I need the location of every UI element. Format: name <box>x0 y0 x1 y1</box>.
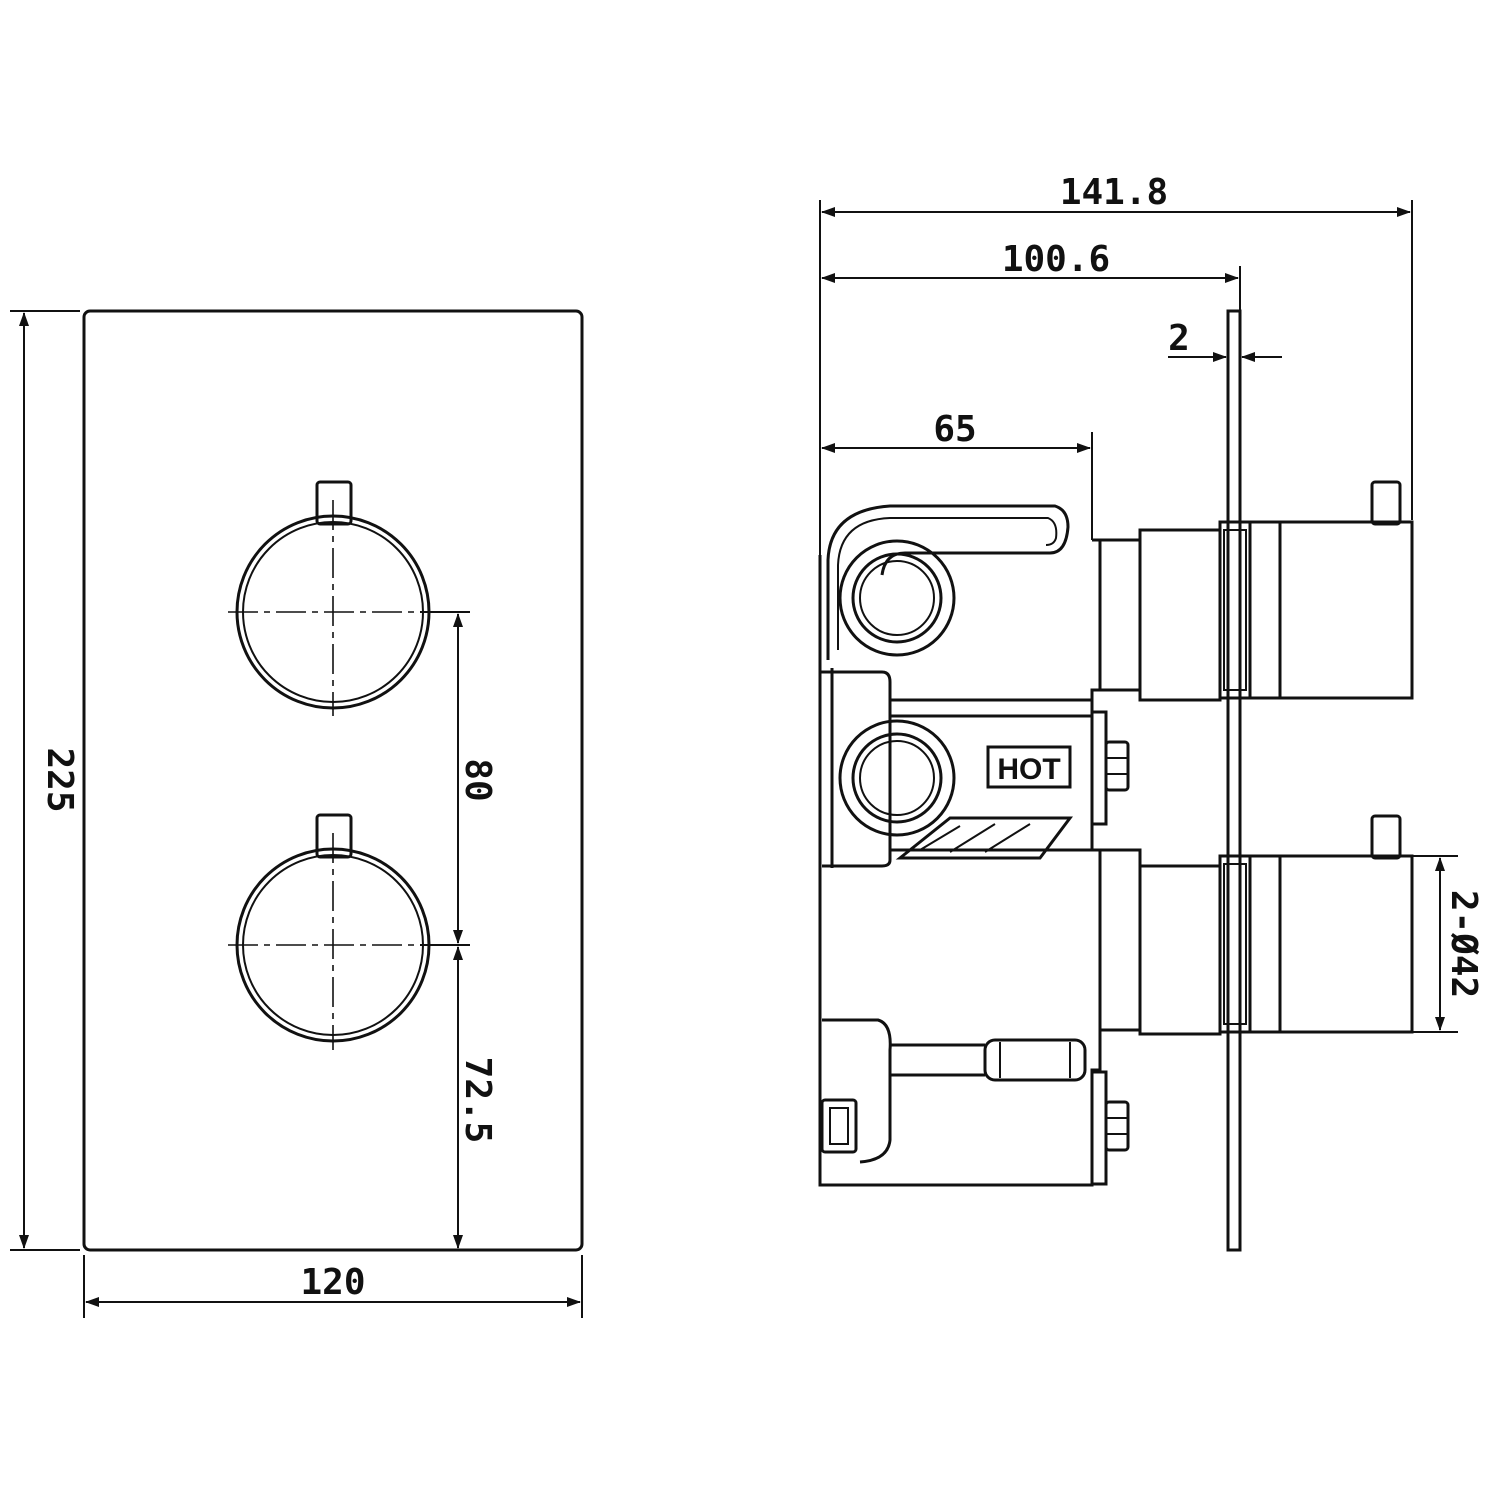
front-plate <box>82 309 584 1252</box>
hot-label: HOT <box>997 753 1060 786</box>
front-view: 225 120 80 72.5 <box>10 309 584 1318</box>
lower-nut <box>1090 1070 1130 1186</box>
upper-handle-side <box>1278 520 1414 700</box>
dim-65-label: 65 <box>933 409 976 450</box>
lower-handle <box>228 813 440 1050</box>
dim-72-5-label: 72.5 <box>457 1057 498 1144</box>
dim-diameter-label: 2-Ø42 <box>1443 890 1484 998</box>
dim-2-label: 2 <box>1168 318 1190 359</box>
hot-label-box <box>986 745 1072 789</box>
valve-body <box>818 538 1102 1187</box>
lower-spindle <box>1098 814 1414 1036</box>
dim-100-6-label: 100.6 <box>1002 239 1110 280</box>
upper-spindle <box>1098 480 1414 702</box>
cover-plate-side <box>1226 309 1242 1252</box>
side-view: HOT <box>818 172 1484 1252</box>
dim-225-label: 225 <box>39 747 80 812</box>
hot-inlet: HOT <box>838 719 1073 860</box>
upper-nut <box>1090 710 1130 826</box>
dim-141-8-label: 141.8 <box>1060 172 1168 213</box>
dim-80-label: 80 <box>457 758 498 801</box>
lower-handle-side <box>1278 854 1414 1034</box>
dim-120-label: 120 <box>300 1262 365 1303</box>
upper-inlet <box>826 504 1070 660</box>
upper-handle <box>228 480 440 716</box>
bottom-pipe <box>820 1038 1087 1154</box>
